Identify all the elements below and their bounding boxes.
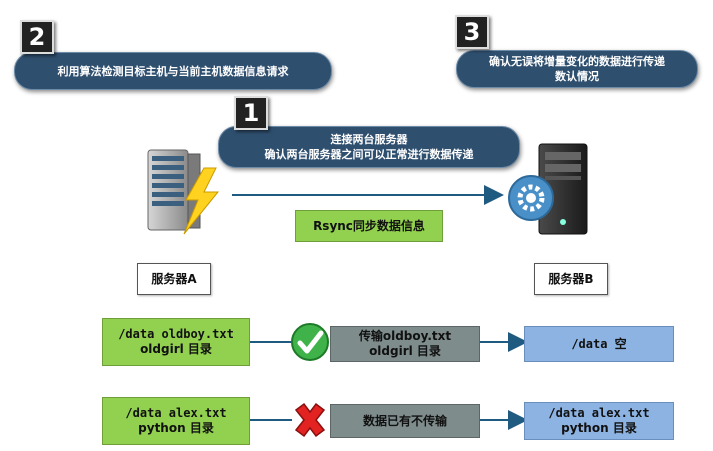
check-icon	[291, 323, 329, 361]
cross-icon	[294, 402, 326, 438]
step1-line2: 确认两台服务器之间可以正常进行数据传递	[264, 148, 474, 161]
server-a-icon	[147, 149, 220, 235]
row2-source: /data alex.txt python 目录	[102, 397, 250, 445]
rsync-label: Rsync同步数据信息	[295, 210, 443, 242]
row1-middle: 传输oldboy.txt oldgirl 目录	[330, 326, 480, 362]
step3-line2: 数认情况	[555, 70, 599, 83]
step3-pill: 确认无误将增量变化的数据进行传递 数认情况	[456, 50, 698, 88]
step1-pill: 连接两台服务器 确认两台服务器之间可以正常进行数据传递	[218, 126, 520, 168]
step1-line1: 连接两台服务器	[330, 133, 408, 146]
server-b-icon	[508, 143, 588, 235]
row2-source-line1: /data alex.txt	[125, 406, 227, 420]
step3-line1: 确认无误将增量变化的数据进行传递	[489, 55, 665, 68]
row1-middle-line1: 传输oldboy.txt	[358, 329, 452, 343]
rsync-text: Rsync同步数据信息	[313, 218, 425, 233]
row1-source: /data oldboy.txt oldgirl 目录	[102, 318, 250, 366]
row2-middle: 数据已有不传输	[330, 404, 480, 438]
server-a-label: 服务器A	[137, 263, 211, 295]
server-a-text: 服务器A	[151, 271, 197, 286]
row1-target: /data 空	[524, 326, 674, 362]
step3-number: 3	[455, 15, 489, 49]
row2-target: /data alex.txt python 目录	[524, 402, 674, 440]
row2-source-line2: python 目录	[138, 421, 214, 435]
server-b-label: 服务器B	[534, 263, 608, 295]
row1-middle-line2: oldgirl 目录	[369, 344, 441, 358]
step2-line1: 利用算法检测目标主机与当前主机数据信息请求	[57, 64, 289, 78]
step2-number: 2	[20, 20, 54, 54]
row1-target-line1: /data 空	[571, 336, 627, 351]
row1-source-line1: /data oldboy.txt	[118, 327, 234, 341]
row2-middle-line1: 数据已有不传输	[362, 413, 447, 428]
row2-target-line2: python 目录	[561, 421, 637, 435]
row1-source-line2: oldgirl 目录	[140, 342, 212, 356]
server-b-text: 服务器B	[548, 271, 594, 286]
row2-target-line1: /data alex.txt	[548, 406, 650, 420]
step1-number: 1	[234, 96, 268, 130]
step2-pill: 利用算法检测目标主机与当前主机数据信息请求	[14, 52, 332, 90]
